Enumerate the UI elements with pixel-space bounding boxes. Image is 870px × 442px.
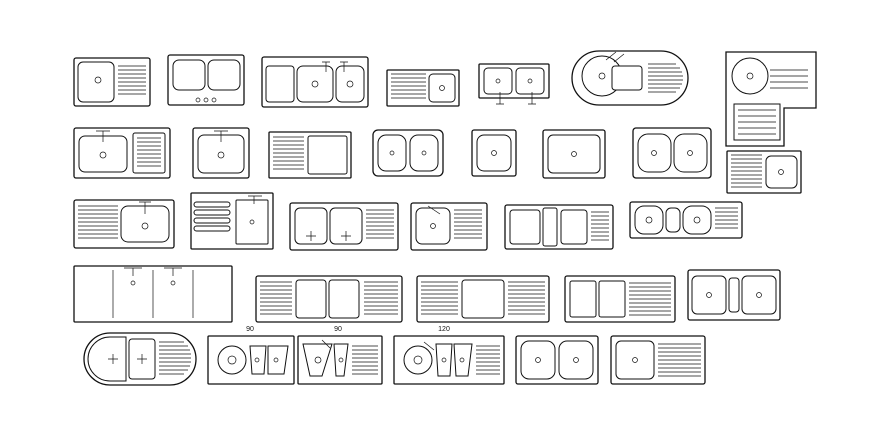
sink-drainer-left-bowl [268, 131, 352, 179]
sink-corner-l-shape [725, 51, 817, 147]
dimension-label: 120 [438, 326, 450, 333]
sink-round-bowl-drainer [571, 50, 689, 106]
sink-wide-double-drainers [255, 275, 403, 323]
sink-ribbed-drainer [386, 69, 460, 107]
sink-rect-single [542, 129, 606, 179]
sink-wide-four-panel [73, 265, 233, 323]
sink-single-bowl-faucet [192, 127, 250, 179]
sink-long-drainer-bowl [73, 199, 175, 249]
dimension-label: 90 [334, 326, 342, 333]
sink-box-drainer-left [190, 192, 274, 250]
sink-double-round-bowls [632, 127, 712, 179]
sink-double-bowl-taps [478, 63, 550, 105]
sink-angled-120: 120 [393, 326, 505, 385]
sink-bowl-drainer-plain [610, 335, 706, 385]
sink-double-bowl-faucets [261, 56, 369, 108]
sink-small-bowl-drainer [410, 202, 488, 251]
sink-angled-90-a: 90 [207, 326, 295, 385]
sink-double-plain [515, 335, 599, 385]
sink-double-bowl-knobs [167, 54, 245, 106]
dimension-label: 90 [246, 326, 254, 333]
sink-round-end-double [83, 332, 197, 386]
sink-bowl-ribbed-right [73, 127, 171, 179]
sink-angled-90-b: 90 [297, 326, 383, 385]
sink-drainer-right-bowl [726, 150, 802, 194]
sink-double-rounded [372, 129, 444, 177]
sink-wide-center-bowl [416, 275, 550, 323]
sink-double-basket-center [687, 269, 781, 321]
sink-bowl-basket-drainer [504, 204, 614, 250]
sink-double-drainer-right [289, 202, 399, 251]
sink-single-bowl-drainer [73, 57, 151, 107]
sink-triple-bowl-drainer [629, 201, 743, 239]
sink-square-single [471, 129, 517, 177]
sink-double-bowl-right-drainer [564, 275, 676, 323]
